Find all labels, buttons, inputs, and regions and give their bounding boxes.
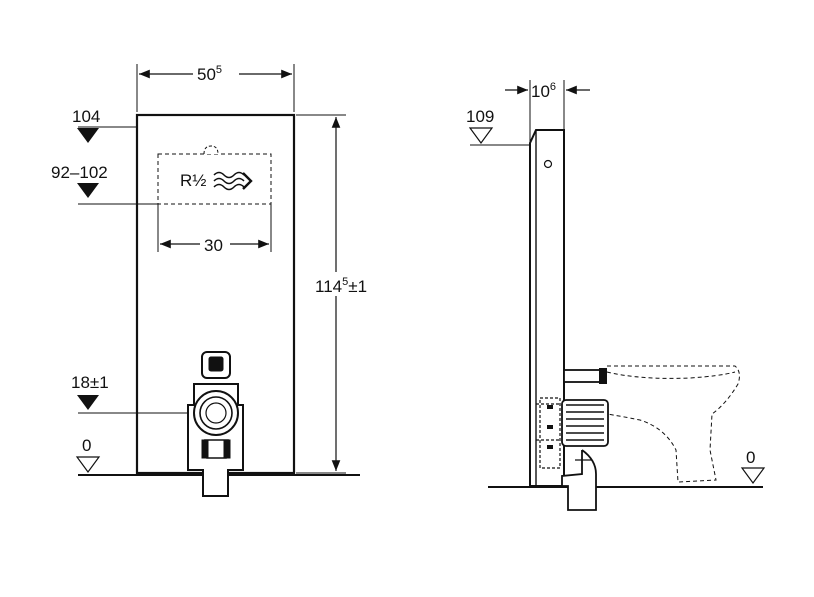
height-tolerance: ±1 (348, 277, 367, 296)
width-label-sup: 5 (216, 64, 222, 76)
drain-fitting (187, 351, 244, 497)
width-label: 50 (197, 65, 216, 84)
svg-text:1145±1: 1145±1 (315, 276, 367, 296)
drain-elbow (561, 449, 597, 511)
level-92-102-label: 92–102 (51, 163, 108, 182)
level-109-marker (468, 127, 494, 145)
connection-notch (203, 145, 219, 155)
side-level-0-label: 0 (746, 448, 755, 467)
front-level-0-marker (75, 456, 101, 474)
water-flow-icon (213, 171, 253, 191)
front-view: 505 104 92–102 R½ 30 1145±1 18±1 (51, 62, 380, 497)
bowl-inlet (563, 369, 605, 383)
side-fitting-dot (543, 159, 553, 169)
svg-text:106: 106 (531, 81, 556, 101)
connector-label: R½ (180, 171, 206, 190)
height-label: 114 (315, 277, 342, 296)
level-104-marker (77, 128, 99, 143)
level-104-label: 104 (72, 107, 100, 126)
height-label-sup: 5 (342, 276, 348, 288)
depth-label: 10 (531, 82, 550, 101)
level-18-marker (77, 395, 99, 410)
flush-pipe (561, 399, 609, 447)
mounting-bracket (536, 397, 561, 469)
level-92-102-marker (77, 183, 99, 198)
front-level-0-label: 0 (82, 436, 91, 455)
depth-label-sup: 6 (550, 81, 556, 93)
svg-text:505: 505 (197, 64, 222, 84)
toilet-bowl-outline (606, 365, 740, 483)
spacing-label: 30 (204, 236, 223, 255)
side-module (529, 129, 565, 487)
level-18-tolerance: ±1 (90, 373, 109, 392)
side-level-0-marker (740, 467, 766, 485)
side-view: 106 109 (466, 80, 766, 511)
level-18-label: 18±1 (71, 373, 109, 392)
level-109-label: 109 (466, 107, 494, 126)
